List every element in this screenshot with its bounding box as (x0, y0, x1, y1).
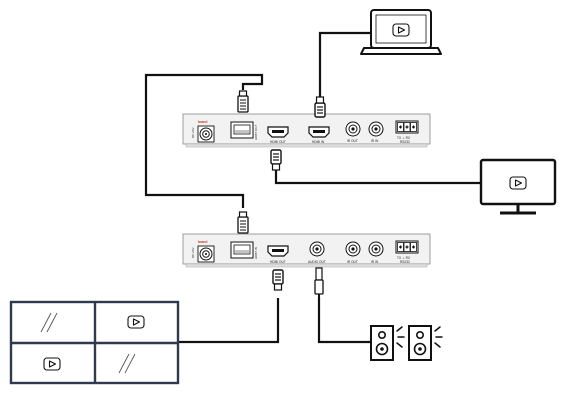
play-icon (43, 357, 61, 371)
rx-hdmi-out-label: HDMI OUT (270, 260, 286, 264)
cable-audio-out-speakers (317, 297, 370, 344)
tx-ir-in-label: IR IN (371, 139, 379, 143)
play-icon (392, 23, 410, 37)
rx-rs232-pins: TX ⊥ RX (397, 256, 411, 260)
tx-power-label: DC 24V (191, 127, 195, 138)
receiver-unit: DC 24V brand HDBT IN HDMI OUT AUDIO OUT … (182, 233, 431, 268)
glare-icon (40, 312, 136, 374)
rx-power-port (197, 245, 215, 263)
cable-tx-hdmi-out-monitor (274, 169, 480, 185)
rx-rs232-port (395, 240, 419, 254)
tx-hdmi-out-label: HDMI OUT (270, 140, 286, 144)
hdbt-plug-receiver (237, 211, 249, 234)
play-icon (127, 315, 145, 329)
tx-hdmi-in-port (308, 126, 330, 138)
rx-audio-out-port (309, 241, 325, 257)
rx-ir-in-label: IR IN (371, 260, 379, 264)
video-wall-icon (9, 300, 180, 385)
rx-power-label: DC 24V (191, 247, 195, 258)
hdmi-plug-tx-hdmi-in (314, 96, 326, 118)
rx-rs232-label: RS232 (400, 260, 410, 264)
hdbt-plug-transmitter (237, 90, 249, 113)
speakers-icon (370, 325, 443, 361)
monitor-icon (479, 158, 557, 215)
rx-audio-out-label: AUDIO OUT (308, 260, 326, 264)
hdmi-plug-tx-hdmi-out (270, 149, 282, 171)
tx-ir-in-port (368, 121, 384, 137)
rx-ir-out-label: IR OUT (347, 260, 358, 264)
tx-rs232-pins: TX ⊥ RX (397, 136, 411, 140)
cables (144, 31, 480, 344)
rx-brand-logo: brand (198, 240, 207, 244)
laptop-icon (360, 9, 442, 55)
tx-rs232-port (395, 120, 419, 134)
tx-power-port (197, 125, 215, 143)
tx-hdbt-port (230, 121, 254, 139)
rx-ir-out-port (345, 241, 361, 257)
tx-hdmi-in-label: HDMI IN (312, 140, 325, 144)
rx-hdbt-port (230, 241, 254, 259)
transmitter-unit: DC 24V brand HDBT OUT HDMI OUT HDMI IN I… (182, 113, 431, 148)
tx-hdbt-label: HDBT OUT (254, 125, 258, 140)
hdmi-plug-rx-hdmi-out (272, 269, 284, 291)
tx-brand-logo: brand (198, 120, 207, 124)
rx-hdbt-label: HDBT IN (254, 247, 258, 259)
cable-hdbt (144, 73, 264, 208)
tx-ir-out-label: IR OUT (347, 139, 358, 143)
play-icon (509, 176, 527, 190)
rx-hdmi-out-port (267, 245, 289, 257)
cable-rx-hdmi-out-video-wall (178, 298, 280, 344)
tx-ir-out-port (345, 121, 361, 137)
rx-ir-in-port (368, 241, 384, 257)
cable-laptop-hdmi-in (318, 31, 370, 97)
audio-plug-rx (314, 267, 324, 298)
tx-hdmi-out-port (267, 126, 289, 138)
tx-rs232-label: RS232 (400, 140, 410, 144)
